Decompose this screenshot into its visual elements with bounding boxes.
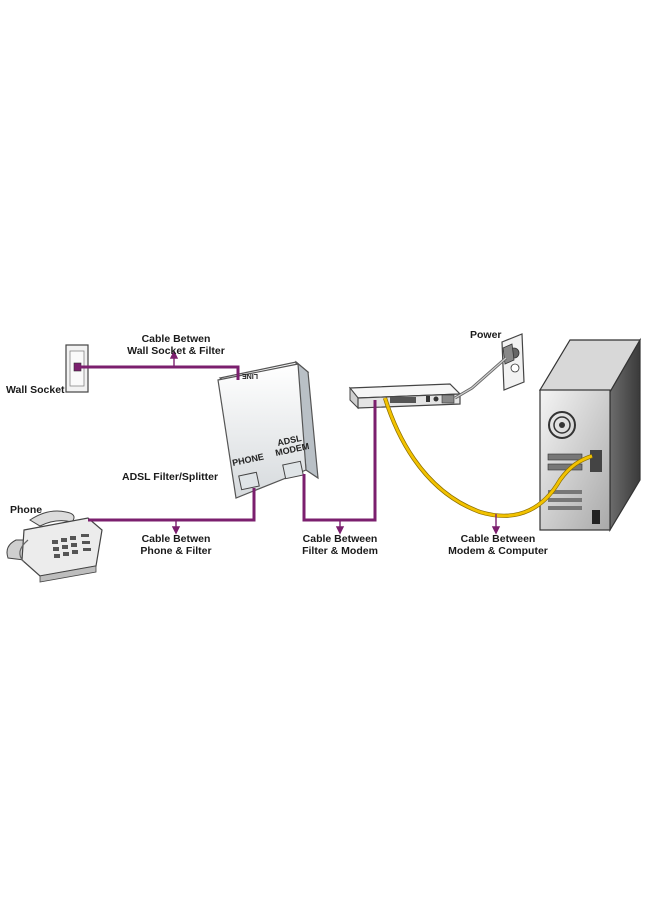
cable-phone-filter-label-1: Cable Betwen <box>141 533 211 545</box>
cable-filter-modem-label-2: Filter & Modem <box>302 545 378 557</box>
adsl-filter-label: ADSL Filter/Splitter <box>122 471 219 483</box>
power-outlet-icon <box>501 333 525 391</box>
cable-wall-filter <box>80 365 240 380</box>
cable-filter-modem <box>302 400 377 522</box>
phone-port-icon <box>238 471 260 491</box>
cable-phone-filter-label-2: Phone & Filter <box>140 545 212 557</box>
cable-modem-computer-label-2: Modem & Computer <box>448 545 548 557</box>
filter-line-text: LINE <box>242 372 258 379</box>
phone-label: Phone <box>10 504 43 516</box>
computer-tower-icon <box>538 337 642 533</box>
wall-socket-label: Wall Socket <box>6 384 65 396</box>
cable-wall-filter-label-1: Cable Betwen <box>141 333 211 345</box>
lan-ports-icon <box>390 397 416 403</box>
modem-port-icon <box>282 460 304 480</box>
cable-wall-filter-label-2: Wall Socket & Filter <box>127 345 225 357</box>
modem-icon <box>348 383 462 410</box>
telephone-icon <box>6 510 103 583</box>
cable-filter-modem-label-1: Cable Between <box>302 533 378 545</box>
cable-phone-filter <box>88 488 256 522</box>
cable-modem-computer-label-1: Cable Between <box>460 533 536 545</box>
pointer-arrows <box>169 350 501 535</box>
adsl-filter-icon: LINE PHONE ADSL MODEM <box>217 360 319 499</box>
power-label: Power <box>470 329 502 341</box>
